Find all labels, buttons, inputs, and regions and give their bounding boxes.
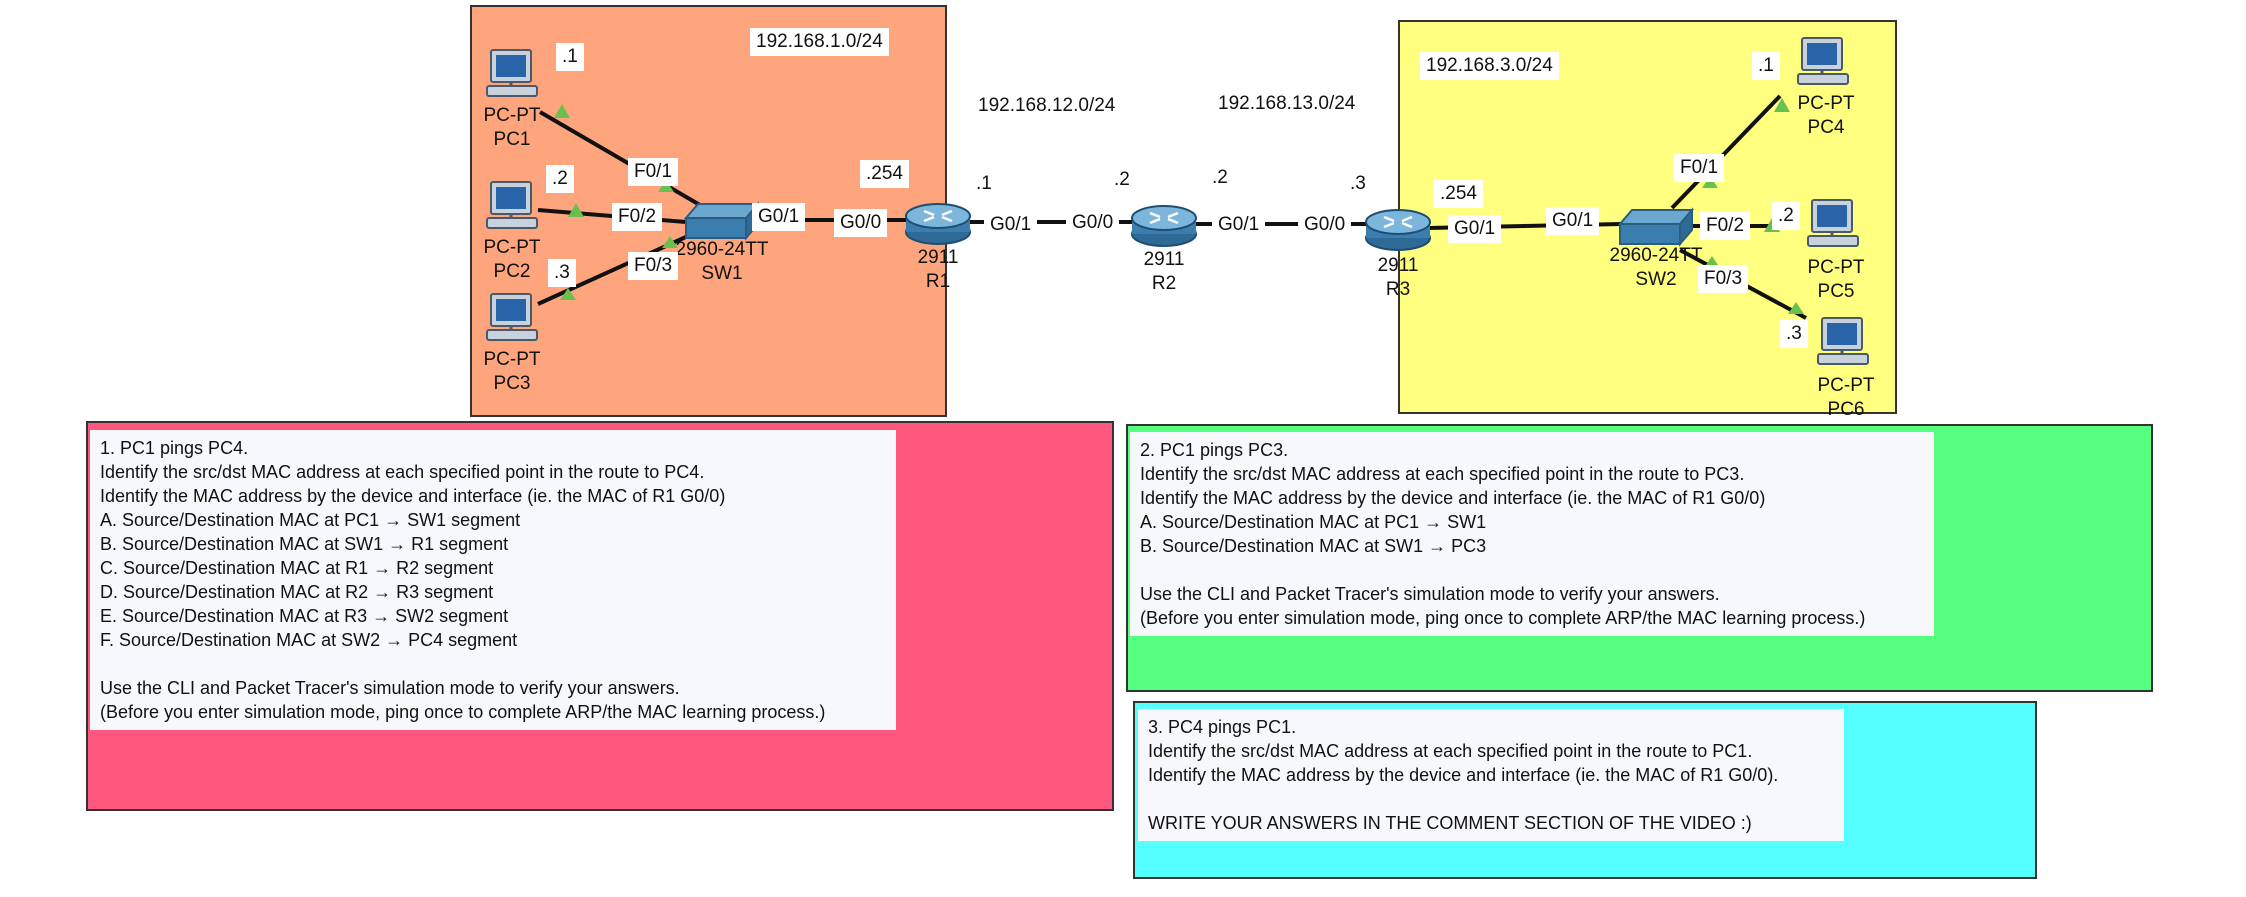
task-line: (Before you enter simulation mode, ping …	[100, 702, 826, 722]
pc-icon[interactable]	[1806, 198, 1862, 250]
pc-icon[interactable]	[485, 292, 541, 344]
task-line	[1140, 558, 1924, 582]
link-pc1-sw1	[538, 110, 714, 214]
task-line: B. Source/Destination MAC at SW1 → PC3	[1140, 536, 1487, 556]
task-line: A. Source/Destination MAC at PC1 → SW1	[1140, 512, 1487, 532]
task-line: Identify the MAC address by the device a…	[100, 486, 726, 506]
sw2-f02-label: F0/2	[1700, 212, 1751, 240]
task-line: (Before you enter simulation mode, ping …	[1140, 608, 1866, 628]
link-up-marker	[1702, 176, 1718, 188]
link-up-marker	[554, 104, 570, 118]
task-line: D. Source/Destination MAC at R2 → R3 seg…	[100, 582, 494, 602]
link-up-marker	[1788, 302, 1804, 314]
router-icon[interactable]	[904, 200, 972, 248]
task-line: 3. PC4 pings PC1.	[1148, 717, 1297, 737]
task-line: Identify the src/dst MAC address at each…	[1148, 741, 1753, 761]
task-line: B. Source/Destination MAC at SW1 → R1 se…	[100, 534, 509, 554]
link-up-marker	[662, 236, 678, 248]
r2-g00-label: G0/0	[1066, 209, 1120, 237]
r3-g01-ip-label: .254	[1434, 180, 1483, 208]
r3-g00-ip-label: .3	[1344, 170, 1372, 198]
r1-g00-label: G0/0	[834, 209, 888, 237]
router-icon[interactable]	[1130, 202, 1198, 250]
r2-g00-ip-label: .2	[1108, 166, 1136, 194]
task3-instructions: 3. PC4 pings PC1. Identify the src/dst MA…	[1138, 709, 1844, 841]
switch-icon[interactable]	[1618, 206, 1694, 248]
task-line: Identify the src/dst MAC address at each…	[100, 462, 705, 482]
subnet-label-lan1: 192.168.1.0/24	[750, 28, 889, 56]
pc6-ip-label: .3	[1780, 320, 1808, 348]
pc-icon[interactable]	[485, 48, 541, 100]
task-line: C. Source/Destination MAC at R1 → R2 seg…	[100, 558, 494, 578]
r1-g00-ip-label: .254	[860, 160, 909, 188]
task1-instructions: 1. PC1 pings PC4. Identify the src/dst MA…	[90, 430, 896, 730]
pc1-ip-label: .1	[556, 43, 584, 71]
link-up-marker	[1774, 98, 1790, 112]
switch-icon[interactable]	[684, 200, 760, 242]
task-line: Identify the src/dst MAC address at each…	[1140, 464, 1745, 484]
r3-g01-label: G0/1	[1448, 215, 1502, 243]
task-line: E. Source/Destination MAC at R3 → SW2 se…	[100, 606, 509, 626]
link-up-marker	[560, 288, 576, 300]
sw1-f02-label: F0/2	[612, 203, 663, 231]
task-line: 2. PC1 pings PC3.	[1140, 440, 1289, 460]
r1-g01-label: G0/1	[984, 211, 1038, 239]
r2-g01-ip-label: .2	[1206, 164, 1234, 192]
r3-g00-label: G0/0	[1298, 211, 1352, 239]
router-icon[interactable]	[1364, 206, 1432, 254]
pc2-ip-label: .2	[546, 165, 574, 193]
task-line: A. Source/Destination MAC at PC1 → SW1 s…	[100, 510, 521, 530]
r1-g01-ip-label: .1	[970, 170, 998, 198]
sw1-g01-label: G0/1	[752, 203, 806, 231]
link-sw2-pc4	[1670, 94, 1782, 210]
sw2-g01-label: G0/1	[1546, 207, 1600, 235]
sw2-f03-label: F0/3	[1698, 265, 1749, 293]
pc-icon[interactable]	[1816, 316, 1872, 368]
task-line: 1. PC1 pings PC4.	[100, 438, 249, 458]
task2-instructions: 2. PC1 pings PC3. Identify the src/dst MA…	[1130, 432, 1934, 636]
task-line: Use the CLI and Packet Tracer's simulati…	[1140, 584, 1720, 604]
task-line: Identify the MAC address by the device a…	[1148, 765, 1779, 785]
subnet-label-wan12: 192.168.12.0/24	[978, 95, 1116, 116]
task-line: F. Source/Destination MAC at SW2 → PC4 s…	[100, 630, 518, 650]
task-line	[100, 652, 886, 676]
task-line: Identify the MAC address by the device a…	[1140, 488, 1766, 508]
subnet-label-wan13: 192.168.13.0/24	[1218, 93, 1356, 114]
link-up-marker	[568, 203, 584, 217]
task-line: Use the CLI and Packet Tracer's simulati…	[100, 678, 680, 698]
pc3-ip-label: .3	[548, 259, 576, 287]
pc-icon[interactable]	[1796, 36, 1852, 88]
sw2-f01-label: F0/1	[1674, 154, 1725, 182]
task-line: WRITE YOUR ANSWERS IN THE COMMENT SECTIO…	[1148, 813, 1752, 833]
subnet-label-lan3: 192.168.3.0/24	[1420, 52, 1559, 80]
task-line	[1148, 787, 1834, 811]
pc-icon[interactable]	[485, 180, 541, 232]
sw1-f01-label: F0/1	[628, 158, 679, 186]
sw1-f03-label: F0/3	[628, 252, 679, 280]
pc4-ip-label: .1	[1752, 52, 1780, 80]
r2-g01-label: G0/1	[1212, 211, 1266, 239]
pc5-ip-label: .2	[1772, 202, 1800, 230]
link-up-marker	[658, 180, 674, 192]
